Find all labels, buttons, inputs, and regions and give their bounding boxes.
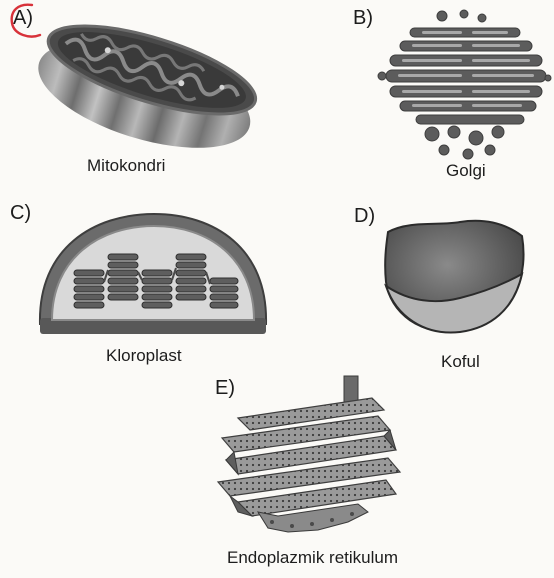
chloroplast-illustration bbox=[34, 208, 272, 340]
option-a-caption: Mitokondri bbox=[87, 157, 165, 174]
option-c-label: C) bbox=[10, 203, 31, 223]
vacuole-illustration bbox=[380, 212, 530, 342]
option-e-caption: Endoplazmik retikulum bbox=[227, 549, 398, 566]
option-b-label: B) bbox=[353, 8, 373, 28]
option-b-caption: Golgi bbox=[446, 162, 486, 179]
option-d-caption: Koful bbox=[441, 353, 480, 370]
option-d-label: D) bbox=[354, 206, 375, 226]
option-c-caption: Kloroplast bbox=[106, 347, 182, 364]
endoplasmic-reticulum-illustration bbox=[208, 372, 418, 542]
golgi-illustration bbox=[372, 8, 552, 168]
mitochondrion-illustration bbox=[30, 8, 270, 158]
